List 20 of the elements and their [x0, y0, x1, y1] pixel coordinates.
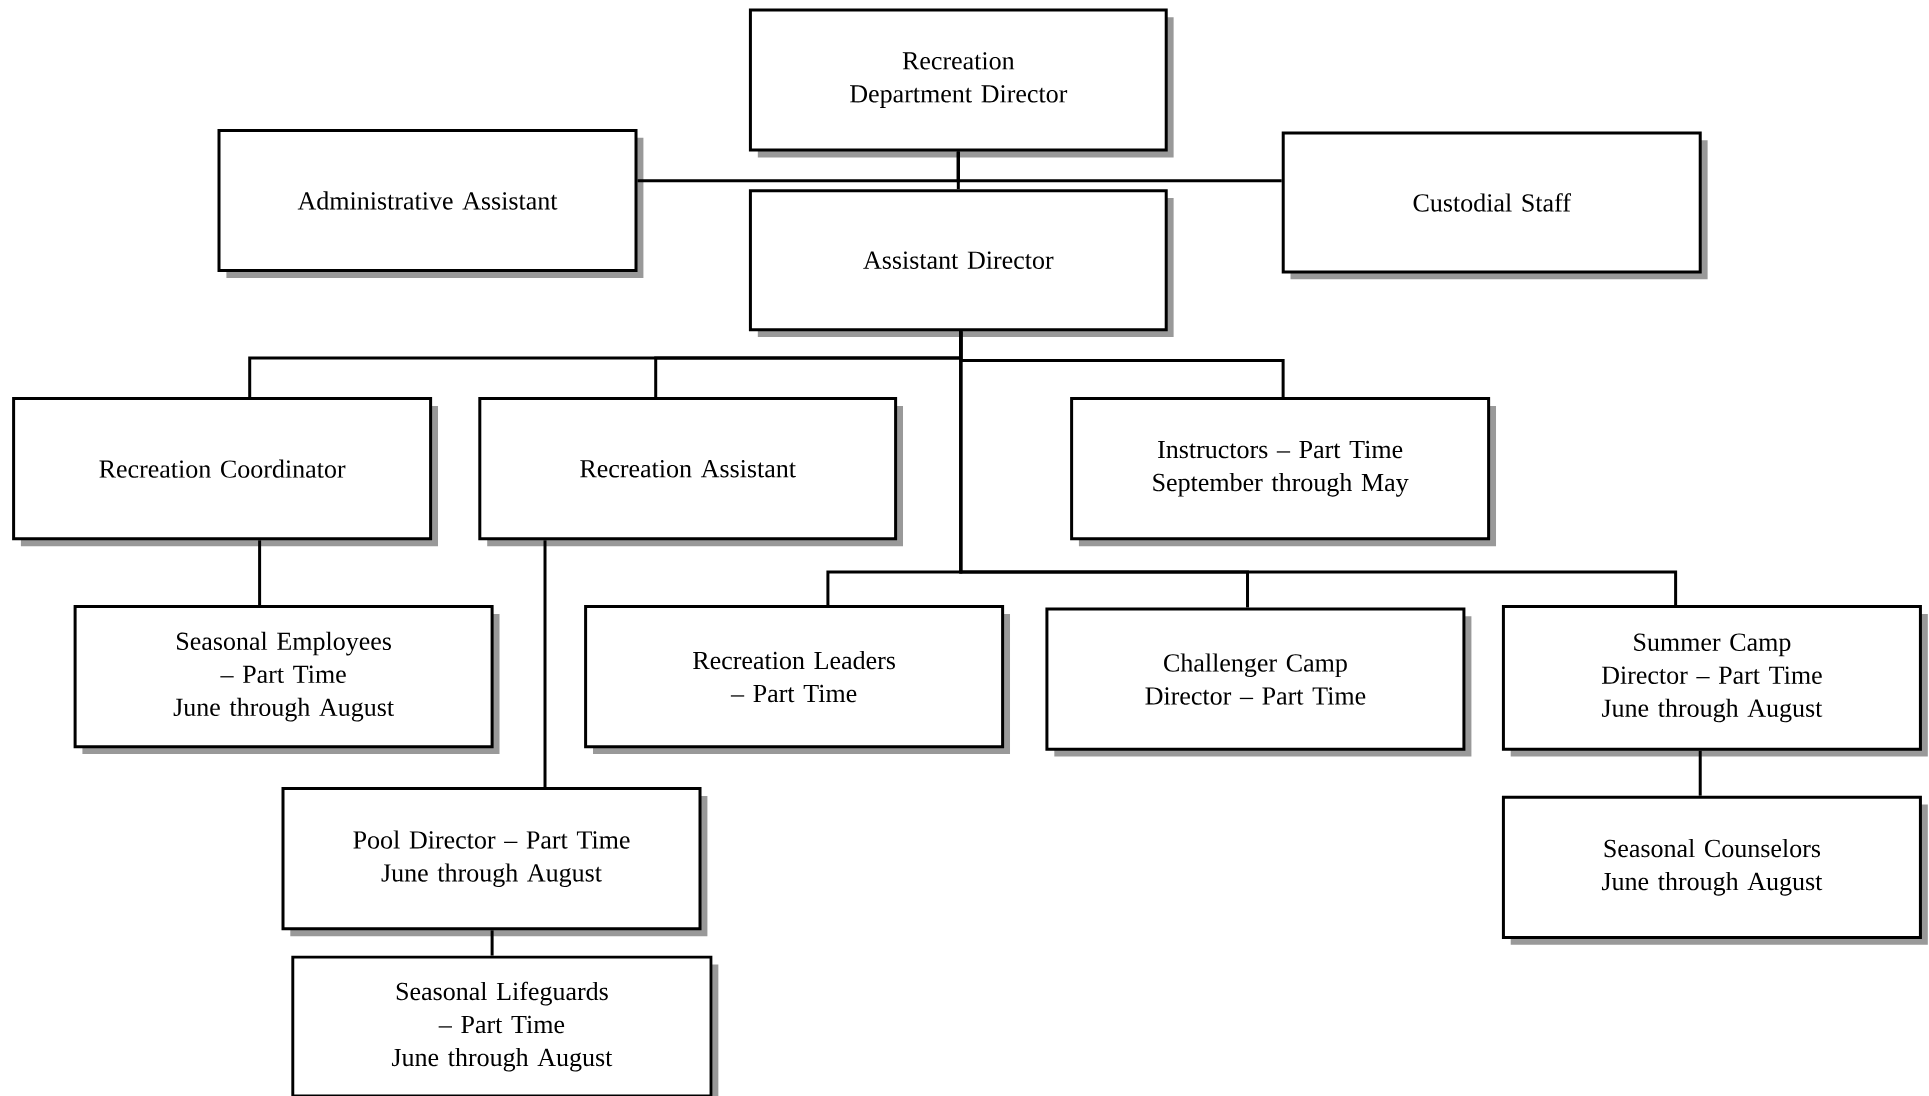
org-box: Seasonal Counselors June through August	[1501, 795, 1928, 945]
connector-line	[258, 540, 262, 605]
connector-line	[490, 930, 494, 956]
org-box: Pool Director – Part Time June through August	[281, 787, 708, 937]
connector-line	[956, 151, 1282, 183]
org-box: Recreation Coordinator	[12, 397, 438, 547]
org-box: Seasonal Lifeguards – Part Time June through August	[291, 955, 719, 1096]
org-box: Recreation Department Director	[748, 8, 1174, 158]
connector-line	[959, 331, 1678, 606]
org-box: Recreation Assistant	[478, 397, 903, 547]
org-box: Assistant Director	[748, 189, 1174, 338]
connector-line	[1698, 750, 1702, 796]
org-box: Summer Camp Director – Part Time June through August	[1501, 605, 1928, 757]
org-box: Administrative Assistant	[217, 128, 644, 278]
org-box: Seasonal Employees – Part Time June through August	[73, 605, 500, 755]
connector-line	[543, 540, 547, 788]
org-box: Instructors – Part Time September through May	[1070, 397, 1496, 547]
org-box: Recreation Leaders – Part Time	[584, 605, 1010, 755]
org-box: Custodial Staff	[1281, 131, 1708, 280]
org-box: Challenger Camp Director – Part Time	[1045, 607, 1472, 757]
